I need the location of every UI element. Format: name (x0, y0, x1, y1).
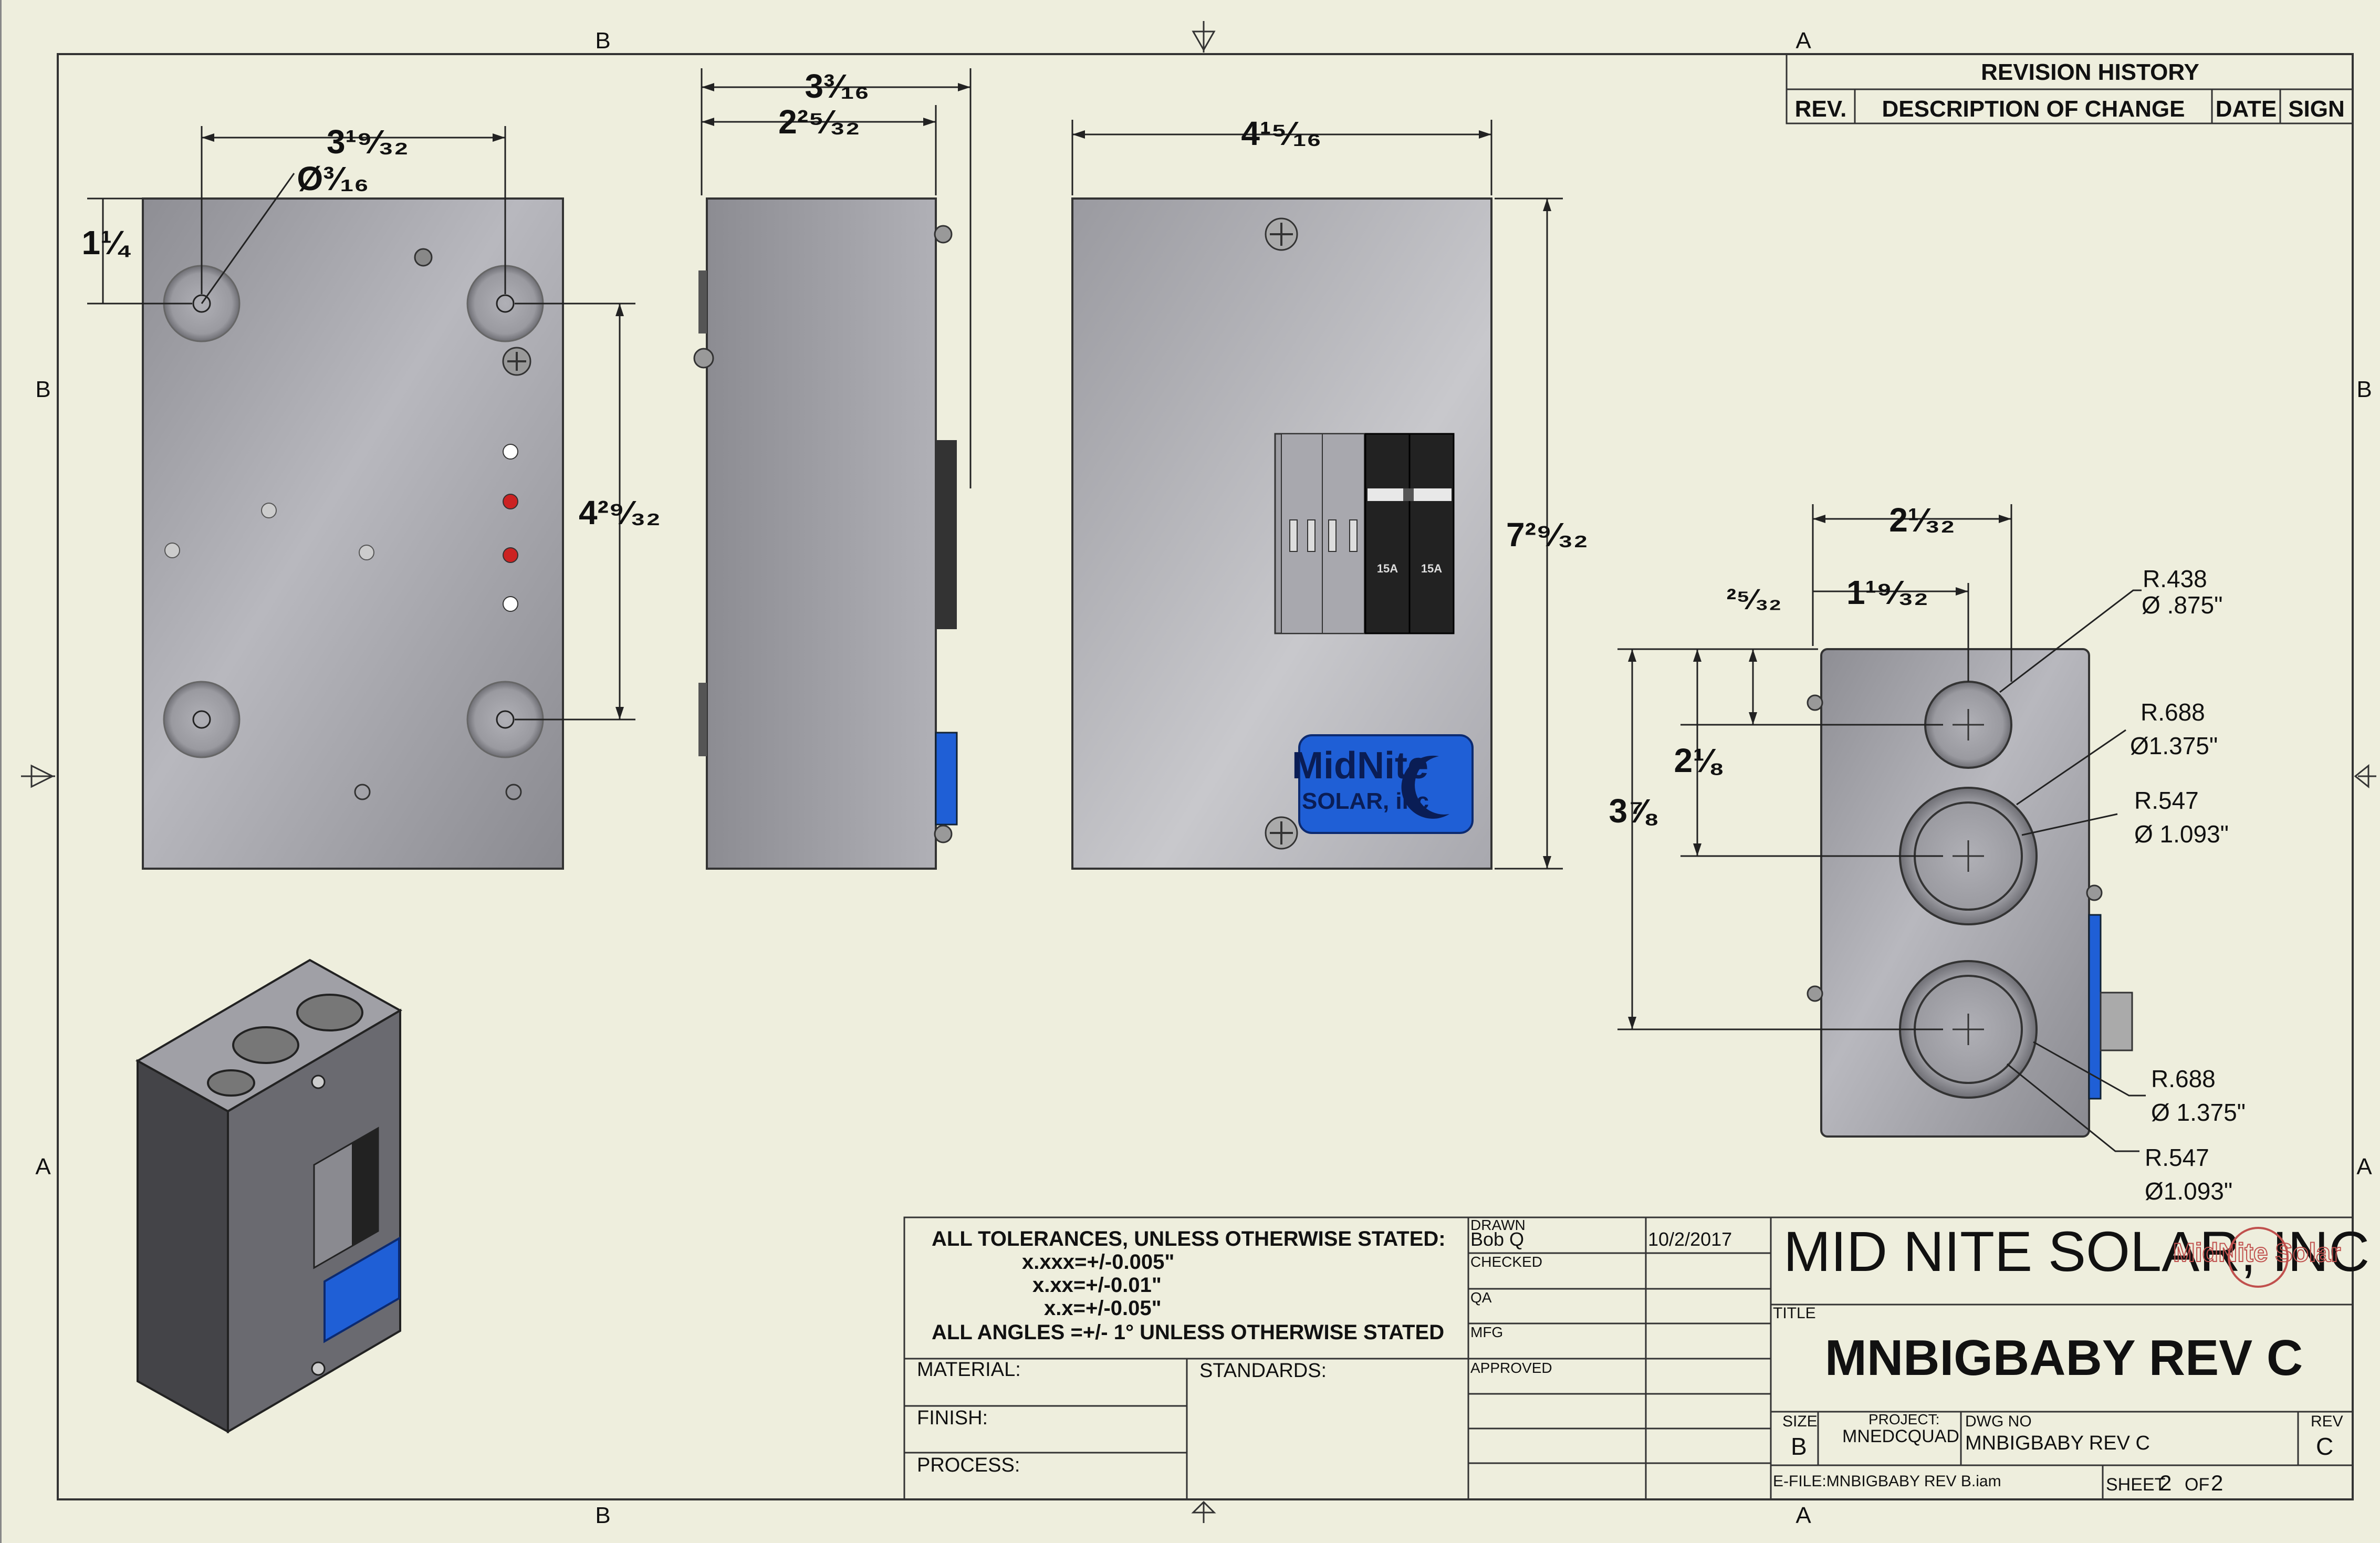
callout-5-dia: Ø1.093" (2145, 1177, 2232, 1205)
revision-history-title: REVISION HISTORY (1981, 59, 2199, 85)
dim-side-depth-inner: 2²⁵⁄₃₂ (778, 103, 860, 141)
callout-2-dia: Ø1.375" (2130, 732, 2218, 759)
dim-end-hole-y2: 3⅞ (1609, 792, 1658, 830)
callout-4-dia: Ø 1.375" (2151, 1099, 2246, 1126)
zone-left-a: A (35, 1154, 51, 1180)
dim-hole-spacing: 4²⁹⁄₃₂ (579, 494, 661, 531)
drawn-by: Bob Q (1470, 1228, 1524, 1250)
dim-front-height: 7²⁹⁄₃₂ (1506, 516, 1588, 554)
breaker-1 (1364, 433, 1411, 634)
tolerance-angles: ALL ANGLES =+/- 1° UNLESS OTHERWISE STAT… (932, 1321, 1444, 1344)
drawn-label: DRAWN (1470, 1217, 1526, 1233)
zone-right-a: A (2356, 1154, 2372, 1180)
zone-right-b: B (2356, 377, 2372, 402)
side-view-dimensions: 3³⁄₁₆ 2²⁵⁄₃₂ (701, 67, 972, 488)
dim-end-hole-y0: ²⁵⁄₃₂ (1726, 582, 1781, 616)
dim-end-hole-y1: 2⅛ (1674, 742, 1723, 779)
material-label: MATERIAL: (917, 1359, 1021, 1381)
checked-label: CHECKED (1470, 1254, 1542, 1270)
midnite-logo-badge: MidNite SOLAR, inc (1292, 734, 1474, 834)
rev-column-header: REV. (1795, 96, 1847, 122)
zone-top-b: B (595, 28, 610, 54)
tolerance-line-3: x.x=+/-0.05" (1044, 1297, 1162, 1320)
led-white-icon (503, 444, 518, 460)
callout-4-radius: R.688 (2151, 1065, 2216, 1092)
sheet-label: SHEET (2106, 1475, 2165, 1495)
qa-label: QA (1470, 1289, 1492, 1306)
zone-bottom-a: A (1796, 1503, 1811, 1528)
efile-label: E-FILE:MNBIGBABY REV B.iam (1773, 1473, 2001, 1490)
finish-label: FINISH: (917, 1407, 988, 1429)
dim-hole-dia: Ø³⁄₁₆ (297, 160, 369, 197)
tolerance-header: ALL TOLERANCES, UNLESS OTHERWISE STATED: (932, 1227, 1446, 1250)
callout-5-radius: R.547 (2145, 1144, 2209, 1171)
callout-3-radius: R.547 (2134, 787, 2199, 814)
of-label: OF (2185, 1475, 2209, 1495)
drawing-title: MNBIGBABY REV C (1825, 1330, 2303, 1386)
mounting-knockouts (163, 265, 544, 758)
callout-2-radius: R.688 (2141, 698, 2205, 726)
front-view-dimensions: 4¹⁵⁄₁₆ 7²⁹⁄₃₂ (1071, 114, 1588, 870)
size-label: SIZE (1782, 1413, 1818, 1430)
date-column-header: DATE (2216, 96, 2277, 122)
back-view-dimensions: 3¹⁹⁄₃₂ Ø³⁄₁₆ 1¼ 4²⁹⁄₃₂ (82, 123, 661, 721)
company-name: MID NITE SOLAR, INC (1783, 1219, 2369, 1283)
sheet-total: 2 (2211, 1471, 2223, 1495)
front-view: 15A 15A MidNite SOLAR, inc (1071, 197, 1492, 870)
rev-value: C (2316, 1433, 2333, 1460)
dwg-no-label: DWG NO (1965, 1413, 2032, 1430)
tolerance-line-1: x.xxx=+/-0.005" (1022, 1250, 1174, 1274)
breaker-panel: 15A 15A (1274, 433, 1455, 634)
callout-1-dia: Ø .875" (2142, 591, 2222, 619)
dwg-no-value: MNBIGBABY REV C (1965, 1432, 2150, 1454)
side-view (693, 197, 958, 870)
description-column-header: DESCRIPTION OF CHANGE (1882, 96, 2185, 122)
dim-top-offset: 1¼ (82, 224, 131, 262)
callout-1-radius: R.438 (2143, 565, 2207, 592)
dim-end-hole-x1: 2¹⁄₃₂ (1889, 501, 1955, 539)
sign-column-header: SIGN (2288, 96, 2345, 122)
project-value: MNEDCQUAD (1842, 1426, 1959, 1446)
back-view (142, 197, 564, 870)
breaker-2-rating: 15A (1421, 562, 1442, 575)
isometric-view (135, 958, 403, 1434)
rev-label: REV (2311, 1413, 2343, 1430)
center-marks (21, 21, 2376, 1523)
breaker-2 (1408, 433, 1455, 634)
company-logo-mini: MidNite Solar (2173, 1227, 2341, 1288)
led-red-icon (503, 494, 518, 509)
svg-text:MidNite Solar: MidNite Solar (2173, 1238, 2341, 1267)
dim-end-hole-x2: 1¹⁹⁄₃₂ (1846, 574, 1928, 611)
dim-back-width: 3¹⁹⁄₃₂ (327, 123, 409, 161)
zone-top-a: A (1796, 28, 1811, 54)
zone-labels: B A B A B A B A (35, 28, 2372, 1528)
approved-label: APPROVED (1470, 1360, 1552, 1376)
title-block: ALL TOLERANCES, UNLESS OTHERWISE STATED:… (903, 1216, 2369, 1500)
process-label: PROCESS: (917, 1454, 1020, 1476)
callout-3-dia: Ø 1.093" (2134, 820, 2229, 848)
revision-history-table: REVISION HISTORY REV. DESCRIPTION OF CHA… (1786, 53, 2354, 124)
sheet-number: 2 (2159, 1471, 2172, 1495)
mfg-label: MFG (1470, 1324, 1503, 1340)
size-value: B (1791, 1433, 1807, 1460)
tolerance-line-2: x.xx=+/-0.01" (1032, 1274, 1162, 1297)
project-label: PROJECT: (1868, 1411, 1939, 1427)
led-white-icon (503, 596, 518, 612)
dim-front-width: 4¹⁵⁄₁₆ (1241, 114, 1321, 152)
end-view-dimensions: 2¹⁄₃₂ 1¹⁹⁄₃₂ ²⁵⁄₃₂ 2⅛ 3⅞ R.438 Ø .875" R… (1609, 501, 2246, 1205)
drawn-date: 10/2/2017 (1648, 1228, 1732, 1250)
breaker-1-rating: 15A (1377, 562, 1398, 575)
standards-label: STANDARDS: (1199, 1360, 1327, 1382)
end-view (1807, 648, 2133, 1138)
zone-left-b: B (35, 377, 50, 402)
led-red-icon (503, 547, 518, 563)
title-label: TITLE (1773, 1305, 1816, 1322)
zone-bottom-b: B (595, 1503, 610, 1528)
dim-side-depth-total: 3³⁄₁₆ (805, 67, 869, 105)
